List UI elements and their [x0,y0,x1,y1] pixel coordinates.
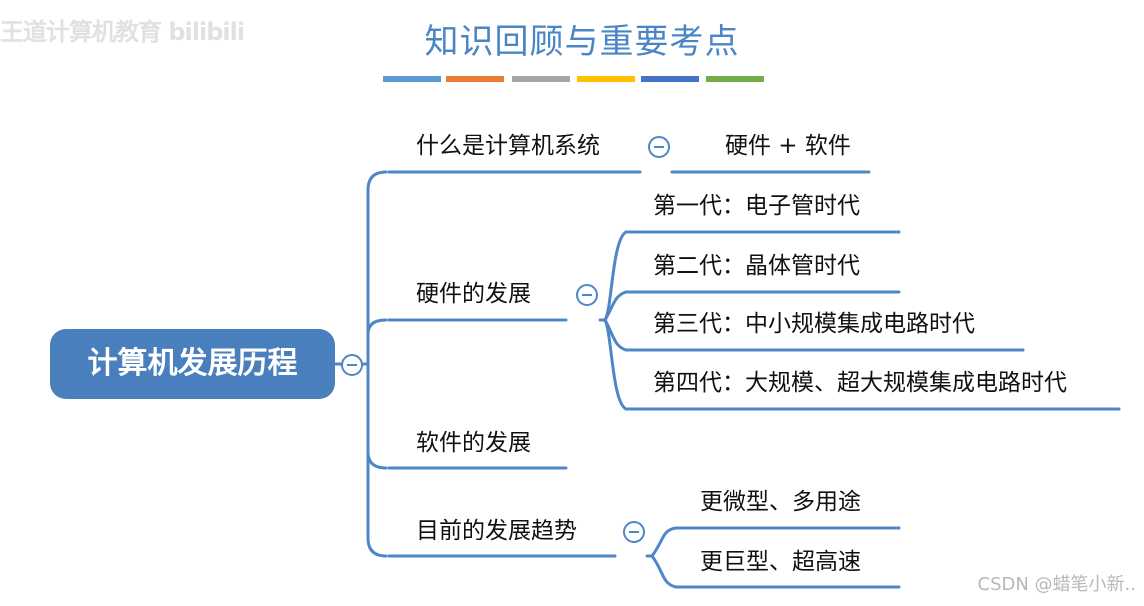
branch-1-collapse-icon[interactable] [648,136,670,158]
leaf-hardware-software[interactable]: 硬件 + 软件 [725,133,851,159]
root-node[interactable]: 计算机发展历程 [50,329,335,399]
color-bar-5 [641,76,699,82]
color-bar-6 [706,76,764,82]
branch-hardware-development[interactable]: 硬件的发展 [416,281,531,307]
branch-2-collapse-icon[interactable] [576,284,598,306]
color-bar-3 [512,76,570,82]
watermark-bottom-right: CSDN @蜡笔小新.. [977,574,1136,595]
watermark-top-left: 王道计算机教育 bilibili [0,18,245,46]
leaf-first-generation[interactable]: 第一代：电子管时代 [653,193,860,219]
branch-current-trends[interactable]: 目前的发展趋势 [416,518,577,544]
branch-software-development[interactable]: 软件的发展 [416,430,531,456]
leaf-third-generation[interactable]: 第三代：中小规模集成电路时代 [653,311,975,337]
leaf-giant-highspeed[interactable]: 更巨型、超高速 [700,549,861,575]
page-title: 知识回顾与重要考点 [424,22,740,62]
leaf-fourth-generation[interactable]: 第四代：大规模、超大规模集成电路时代 [653,370,1067,396]
color-bar-1 [383,76,441,82]
root-collapse-icon[interactable] [341,354,363,376]
color-bar-2 [446,76,504,82]
color-bar-4 [577,76,635,82]
branch-what-is-computer-system[interactable]: 什么是计算机系统 [416,133,600,159]
leaf-second-generation[interactable]: 第二代：晶体管时代 [653,253,860,279]
leaf-micro-multipurpose[interactable]: 更微型、多用途 [700,489,861,515]
branch-4-collapse-icon[interactable] [623,521,645,543]
